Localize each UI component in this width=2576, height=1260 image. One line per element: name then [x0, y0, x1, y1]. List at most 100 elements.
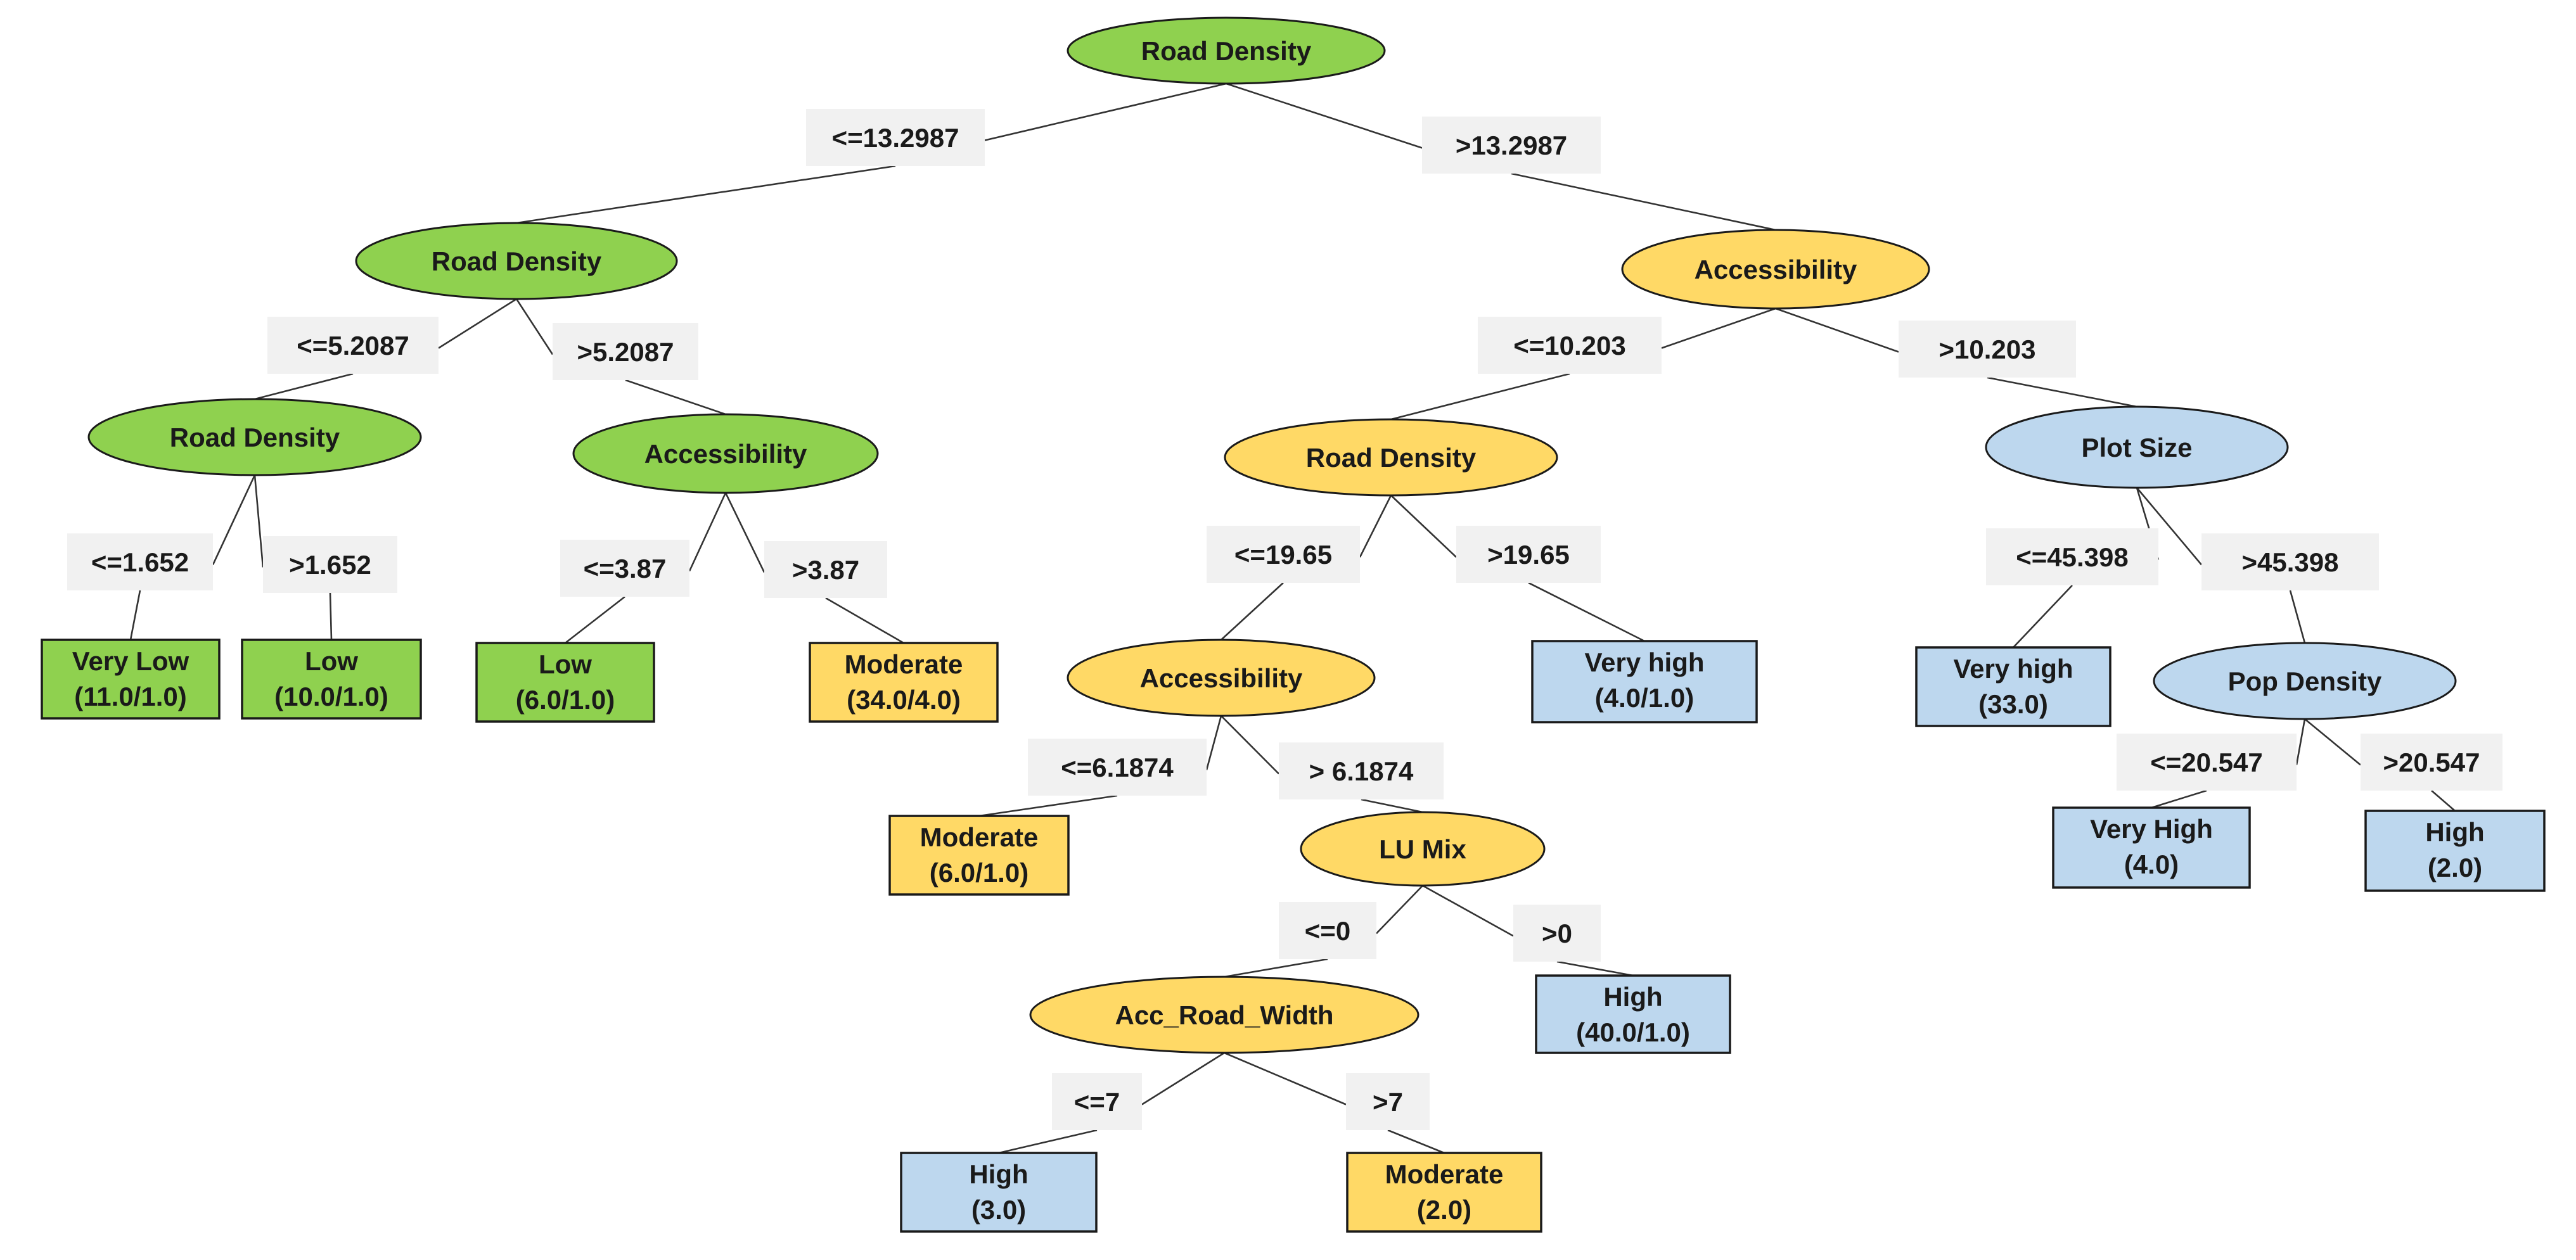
edges-layer — [129, 82, 2456, 1154]
condition-text: <=6.1874 — [1061, 753, 1174, 782]
leaf-node: Very high (33.0) — [1915, 646, 2111, 727]
tree-edge-lower — [329, 592, 333, 640]
tree-edge-lower — [1221, 582, 1284, 640]
condition-text: >7 — [1373, 1087, 1403, 1117]
condition-label: >5.2087 — [553, 323, 698, 380]
tree-edge-upper — [438, 298, 517, 349]
leaf-count-label: (11.0/1.0) — [74, 682, 186, 711]
condition-label: >0 — [1513, 905, 1601, 962]
tree-edge-lower — [1528, 582, 1645, 642]
decision-node-label: Accessibility — [1140, 663, 1303, 693]
condition-text: <=20.547 — [2150, 748, 2263, 777]
leaf-node-box — [1915, 646, 2111, 727]
tree-edge-upper — [1376, 885, 1423, 934]
decision-node-ellipse — [1985, 405, 2289, 489]
condition-label: >13.2987 — [1422, 117, 1601, 174]
leaf-count-label: (2.0) — [1417, 1195, 1471, 1225]
leaf-node: Moderate (6.0/1.0) — [888, 815, 1070, 896]
leaf-node: High(3.0) — [900, 1152, 1098, 1233]
tree-edge-upper — [1141, 1052, 1225, 1105]
condition-label-bg — [560, 540, 689, 597]
decision-node: Accessibility — [1621, 229, 1930, 310]
leaf-count-label: (33.0) — [1978, 689, 2048, 719]
leaf-class-label: Moderate — [845, 649, 963, 679]
condition-label: <=45.398 — [1986, 528, 2158, 585]
tree-edge-lower — [625, 379, 726, 416]
leaf-node: Low(6.0/1.0) — [475, 642, 655, 723]
condition-label: <=1.652 — [67, 533, 213, 590]
decision-node-ellipse — [1067, 639, 1376, 717]
condition-label: <=0 — [1279, 902, 1376, 959]
leaf-class-label: Very Low — [72, 646, 189, 676]
decision-node-ellipse — [87, 398, 422, 476]
tree-edge-upper — [253, 474, 264, 568]
tree-edge-lower — [1987, 376, 2137, 408]
condition-label: > 6.1874 — [1279, 742, 1444, 799]
tree-edge-lower — [825, 597, 904, 644]
tree-edge-upper — [1226, 82, 1423, 149]
decision-node-label: Accessibility — [644, 439, 807, 469]
condition-label: >19.65 — [1456, 526, 1601, 583]
condition-label: <=6.1874 — [1028, 739, 1207, 796]
condition-label-bg — [2201, 533, 2379, 590]
condition-text: >45.398 — [2242, 547, 2339, 577]
tree-edge-lower — [516, 165, 896, 224]
condition-label-bg — [1422, 117, 1601, 174]
decision-node-label: Road Density — [432, 246, 602, 276]
leaf-node: Very High(4.0) — [2052, 806, 2251, 889]
condition-label-bg — [1899, 321, 2076, 378]
tree-edge-upper — [688, 492, 727, 572]
decision-node-ellipse — [1621, 229, 1930, 310]
tree-edge-upper — [1224, 1052, 1347, 1105]
leaf-count-label: (40.0/1.0) — [1576, 1017, 1690, 1047]
condition-label-bg — [1279, 742, 1444, 799]
leaf-node-box — [1346, 1152, 1542, 1233]
leaf-class-label: Very high — [1953, 654, 2073, 684]
condition-label: <=19.65 — [1207, 526, 1360, 583]
decision-node-ellipse — [355, 222, 678, 300]
leaf-node: Very Low (11.0/1.0) — [41, 639, 221, 720]
leaf-count-label: (3.0) — [971, 1195, 1026, 1225]
condition-label-bg — [1456, 526, 1601, 583]
condition-label-bg — [553, 323, 698, 380]
tree-edge-lower — [2013, 585, 2073, 648]
tree-edge-lower — [1387, 1129, 1445, 1154]
condition-label-bg — [1986, 528, 2158, 585]
leaf-node: High(2.0) — [2364, 810, 2546, 892]
tree-edge-upper — [212, 474, 256, 566]
condition-label-bg — [1052, 1073, 1142, 1130]
decision-node-ellipse — [1224, 418, 1558, 497]
decision-node: Accessibility — [1067, 639, 1376, 717]
decision-node: Acc_Road_Width — [1029, 976, 1419, 1054]
leaf-count-label: (4.0) — [2124, 850, 2179, 879]
tree-edge-lower — [2151, 789, 2207, 809]
decision-node-ellipse — [1300, 811, 1546, 887]
tree-edge-upper — [1661, 307, 1776, 349]
condition-text: >1.652 — [289, 550, 371, 580]
condition-label-bg — [806, 109, 985, 166]
condition-label: <=13.2987 — [806, 109, 985, 166]
tree-edge-upper — [724, 492, 766, 573]
leaf-count-label: (10.0/1.0) — [274, 682, 388, 711]
leaf-count-label: (34.0/4.0) — [847, 685, 961, 715]
leaf-count-label: (6.0/1.0) — [930, 858, 1028, 888]
tree-edge-upper — [1205, 715, 1222, 770]
decision-node-label: Plot Size — [2081, 433, 2192, 462]
condition-text: <=19.65 — [1234, 540, 1332, 570]
tree-edge-lower — [1361, 798, 1423, 813]
tree-edge-upper — [2304, 718, 2361, 766]
condition-text: <=13.2987 — [832, 123, 959, 153]
leaf-class-label: Moderate — [920, 822, 1039, 852]
condition-label: <=10.203 — [1478, 317, 1662, 374]
leaf-node: Moderate (34.0/4.0) — [809, 642, 999, 723]
tree-edge-lower — [565, 595, 625, 644]
leaf-class-label: Low — [305, 646, 358, 676]
leaf-node-box — [41, 639, 221, 720]
condition-text: >0 — [1542, 919, 1572, 948]
decision-node-label: Road Density — [1141, 36, 1312, 66]
decision-node-label: Accessibility — [1695, 255, 1857, 284]
condition-text: >13.2987 — [1456, 130, 1567, 160]
leaf-node-box — [475, 642, 655, 723]
leaf-node-box — [1531, 640, 1758, 723]
